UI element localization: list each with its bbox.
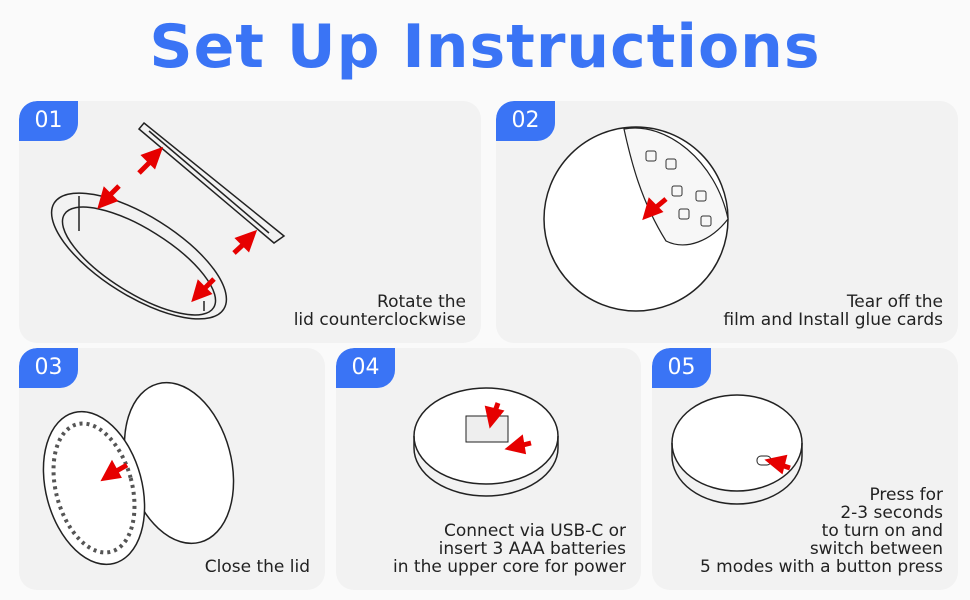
- film-tear-illustration: [543, 126, 729, 312]
- lid-rotation-illustration: [50, 121, 286, 320]
- step-card-3: 03 Close the lid: [19, 348, 325, 590]
- close-lid-illustration: [42, 381, 235, 566]
- step-number-badge: 05: [652, 348, 711, 388]
- step-caption: Close the lid: [204, 557, 310, 577]
- arrow-icons: [97, 146, 258, 303]
- power-button-illustration: [671, 394, 803, 505]
- step-number-badge: 02: [496, 101, 555, 141]
- step-number-badge: 04: [336, 348, 395, 388]
- step-number-badge: 01: [19, 101, 78, 141]
- step-number-badge: 03: [19, 348, 78, 388]
- battery-usb-illustration: [413, 387, 559, 497]
- page-title: Set Up Instructions: [149, 12, 821, 82]
